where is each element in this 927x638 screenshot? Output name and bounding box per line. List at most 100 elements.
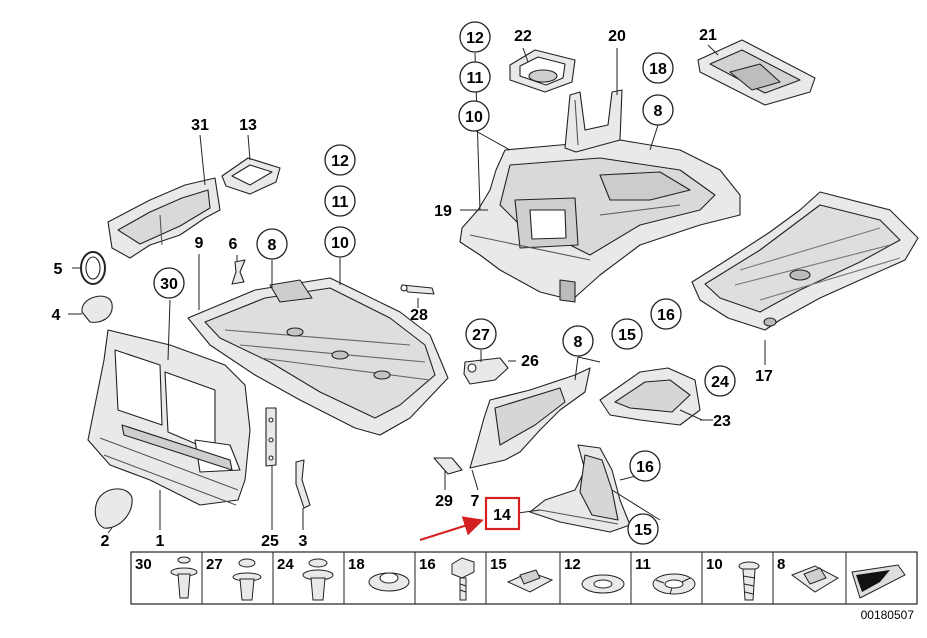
strip-label-8: 8: [777, 556, 785, 573]
svg-text:12: 12: [466, 30, 484, 47]
shield-pad: [509, 49, 576, 93]
label-26: 26: [521, 353, 539, 370]
callout-11-top: 11: [459, 61, 491, 93]
svg-text:15: 15: [634, 522, 652, 539]
washer-12-icon: [581, 574, 625, 594]
fastener-strip: 30 27 24 18 16 15 12 11 10 8: [130, 551, 918, 605]
callout-16-right: 16: [650, 298, 682, 330]
label-2: 2: [101, 533, 110, 550]
label-19: 19: [434, 203, 452, 220]
callout-21: 21: [699, 27, 717, 44]
callout-30: 30: [153, 267, 185, 299]
label-4: 4: [52, 307, 61, 324]
svg-text:31: 31: [191, 117, 209, 134]
strip-label-18: 18: [348, 556, 365, 573]
clip-nut-8-icon: [790, 565, 840, 593]
rivet-27-icon: [232, 558, 262, 601]
callout-15-lower: 15: [627, 513, 659, 545]
highlight-callout: 14: [419, 496, 521, 541]
svg-text:8: 8: [574, 334, 583, 351]
svg-text:16: 16: [657, 307, 675, 324]
strap-3: [295, 459, 311, 509]
front-carrier: [87, 329, 251, 506]
callout-8-mid: 8: [256, 228, 288, 260]
callout-8-lower: 8: [562, 325, 594, 357]
strip-label-24: 24: [277, 556, 294, 573]
wheel-arch-shield: [469, 367, 591, 469]
clip-29: [433, 457, 463, 475]
callout-12-mid: 12: [324, 144, 356, 176]
label-7: 7: [471, 493, 480, 510]
svg-text:22: 22: [514, 28, 532, 45]
svg-text:13: 13: [239, 117, 257, 134]
svg-text:21: 21: [699, 27, 717, 44]
rivet-24-icon: [302, 558, 334, 601]
underbody-shield-upper: [459, 139, 741, 303]
callout-20: 20: [608, 28, 626, 45]
svg-text:24: 24: [711, 374, 729, 391]
expanding-screw-10-icon: [738, 561, 760, 601]
lateral-shield-14: [529, 444, 631, 533]
label-28: 28: [410, 307, 428, 324]
bracket-26: [463, 357, 509, 385]
svg-text:15: 15: [618, 327, 636, 344]
rivet-30-icon: [170, 556, 198, 599]
label-17: 17: [755, 368, 773, 385]
label-1: 1: [156, 533, 165, 550]
bracket-28: [400, 284, 435, 295]
callout-27: 27: [465, 318, 497, 350]
support-bracket-31: [107, 177, 221, 259]
strip-25: [265, 407, 277, 467]
highlight-label: 14: [493, 507, 511, 524]
strip-label-10: 10: [706, 556, 723, 573]
svg-text:11: 11: [332, 194, 349, 211]
callout-24: 24: [704, 365, 736, 397]
highlight-arrow: [419, 516, 484, 541]
svg-text:12: 12: [331, 153, 349, 170]
label-3: 3: [299, 533, 308, 550]
strip-label-15: 15: [490, 556, 507, 573]
callout-13: 13: [239, 117, 257, 134]
ring-5: [80, 251, 106, 285]
circled-callouts: 12 11 10 22 20 18 8 21 31 13: [153, 21, 736, 545]
svg-text:18: 18: [649, 61, 667, 78]
plain-callouts: 19 9 6 5 4 28 26 17 23 29 7 1 2 25 3: [52, 203, 773, 550]
label-23: 23: [713, 413, 731, 430]
strip-label-30: 30: [135, 556, 152, 573]
highlight-box: [484, 496, 521, 531]
callout-16-lower: 16: [629, 450, 661, 482]
cap-2: [94, 488, 133, 529]
bracket-23: [599, 367, 701, 426]
strip-label-11: 11: [635, 556, 651, 573]
callout-11-mid: 11: [324, 185, 356, 217]
svg-text:20: 20: [608, 28, 626, 45]
strip-label-27: 27: [206, 556, 223, 573]
underbody-shield-front: [187, 277, 449, 436]
svg-text:8: 8: [268, 237, 277, 254]
hex-screw-16-icon: [451, 557, 475, 601]
label-5: 5: [54, 261, 63, 278]
svg-text:30: 30: [160, 276, 178, 293]
washer-nut-18-icon: [368, 572, 410, 592]
air-duct: [697, 39, 816, 106]
direction-arrow-icon: [851, 564, 906, 599]
underbody-panel-rear: [691, 191, 919, 331]
label-25: 25: [261, 533, 279, 550]
clip-nut-15-icon: [506, 569, 554, 593]
svg-text:11: 11: [467, 70, 484, 87]
svg-text:10: 10: [331, 235, 349, 252]
callout-22: 22: [514, 28, 532, 45]
cover-13: [221, 157, 281, 195]
spring-washer-11-icon: [652, 573, 696, 595]
clip-6: [231, 259, 246, 285]
callout-8-top: 8: [642, 94, 674, 126]
label-9: 9: [195, 235, 204, 252]
callout-15-right: 15: [611, 318, 643, 350]
callout-10-mid: 10: [324, 226, 356, 258]
document-number: 00180507: [861, 608, 915, 622]
svg-text:10: 10: [465, 109, 483, 126]
strip-label-16: 16: [419, 556, 436, 573]
strip-label-12: 12: [564, 556, 581, 573]
label-6: 6: [229, 236, 238, 253]
